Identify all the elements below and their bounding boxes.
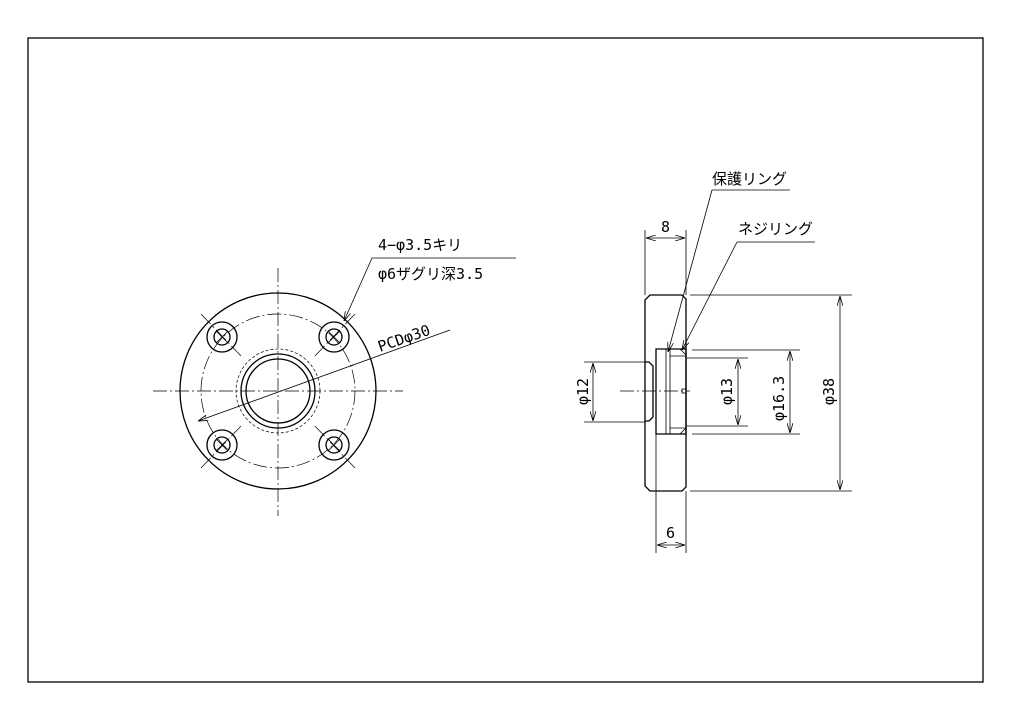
thread-hidden-circle: [235, 348, 321, 434]
dim-width-bottom: 6: [666, 524, 675, 542]
dim-d13: φ13: [718, 378, 736, 405]
screw-ring-leader: [682, 241, 738, 350]
protect-ring-leader: [668, 189, 713, 352]
hole-note-line1: 4−φ3.5キリ: [378, 236, 462, 254]
bore-outer: [240, 353, 316, 429]
protect-ring-label: 保護リング: [712, 170, 787, 188]
drawing-frame: [27, 37, 984, 683]
dim-d16-3: φ16.3: [770, 376, 788, 421]
bolt-hole: [318, 321, 350, 353]
bolt-hole: [206, 429, 238, 461]
bore-inner: [245, 358, 311, 424]
hole-diagonal-centerlines: [200, 313, 356, 469]
dim-d12: φ12: [574, 378, 592, 405]
pcd-label: PCDφ30: [375, 321, 432, 356]
bolt-hole: [206, 321, 238, 353]
hub-step: [645, 361, 654, 422]
hole-note-leader: [344, 257, 373, 321]
flange-side-outline: [644, 294, 687, 492]
bolt-holes: [206, 321, 350, 461]
dim-d38: φ38: [820, 378, 838, 405]
ring-pocket: [655, 348, 687, 435]
protect-ring: [665, 349, 671, 434]
flange-outline: [179, 292, 377, 490]
hole-note-line2: φ6ザグリ深3.5: [378, 265, 483, 283]
side-view: 8 6 φ12 φ13 φ16.3 φ38 保護リング ネジリング: [574, 170, 852, 553]
front-view: 4−φ3.5キリ φ6ザグリ深3.5 PCDφ30: [153, 236, 516, 516]
screw-ring: [670, 348, 687, 435]
screw-ring-label: ネジリング: [738, 220, 813, 238]
pcd-leader: [198, 329, 451, 421]
bolt-hole: [318, 429, 350, 461]
dim-width-top: 8: [661, 218, 670, 236]
pcd-circle: [200, 313, 356, 469]
